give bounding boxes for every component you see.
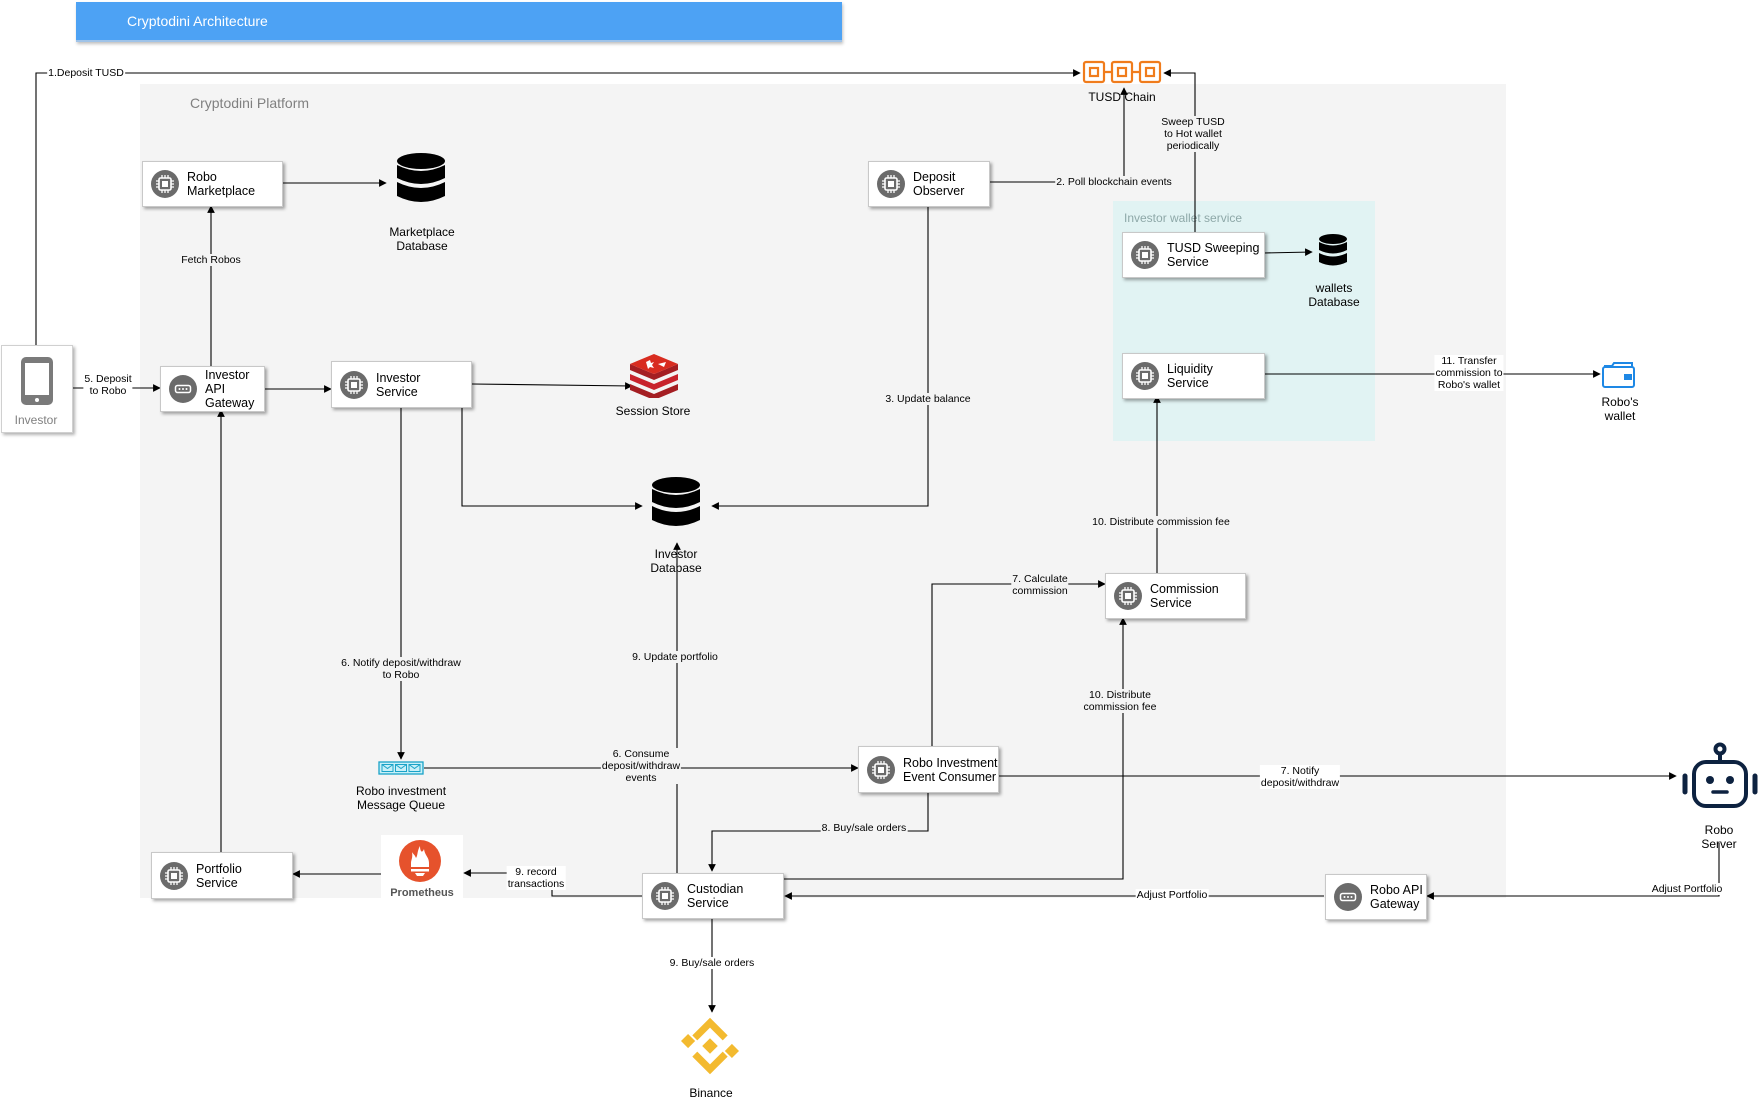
commission-service-label: Commission Service [1150,582,1219,610]
mobile-phone-icon [21,357,53,405]
database-icon [1319,234,1347,266]
investor-db-caption: Investor Database [650,547,702,575]
investor-api-gateway-label: Investor API Gateway [205,368,255,410]
robot-icon [1682,742,1758,808]
label-fetch-robos: Fetch Robos [180,254,242,266]
robo-server-caption: Robo Server [1701,823,1737,851]
chip-icon [1131,241,1159,269]
edge-deposit-tusd [35,69,1081,345]
investor-api-gateway-node[interactable]: Investor API Gateway [160,366,265,412]
robo-investment-consumer-node[interactable]: Robo Investment Event Consumer [858,746,999,793]
edge-calculate-commission [931,580,1106,746]
tusd-sweeping-label: TUSD Sweeping Service [1167,241,1260,269]
label-deposit-to-robo: 5. Deposit to Robo [83,373,133,397]
binance-caption: Binance [689,1086,733,1100]
label-distribute-lower: 10. Distribute commission fee [1082,689,1158,713]
chip-icon [1131,362,1159,390]
blockchain-icon [1082,60,1162,84]
chip-icon [160,861,188,890]
custodian-service-node[interactable]: Custodian Service [642,873,784,919]
liquidity-service-node[interactable]: Liquidity Service [1122,353,1265,399]
wallets-db-caption: wallets Database [1308,281,1360,309]
title-bar: Cryptodini Architecture [76,2,842,42]
tusd-sweeping-node[interactable]: TUSD Sweeping Service [1122,232,1265,278]
investor-service-label: Investor Service [376,370,421,399]
edge-sweep-tusd [1163,69,1196,232]
commission-service-node[interactable]: Commission Service [1105,573,1246,619]
edge-sweeping-wallets-db [1263,248,1313,256]
message-queue-icon [378,761,424,775]
label-adjust-portfolio-robo: Adjust Portfolio [1650,883,1724,895]
chip-icon [151,170,179,198]
database-icon [397,153,445,202]
message-queue-caption: Robo investment Message Queue [355,784,447,812]
wallet-zone-label: Investor wallet service [1124,211,1243,225]
robo-marketplace-label: Robo Marketplace [187,170,256,198]
liquidity-service-label: Liquidity Service [1167,362,1213,390]
deposit-observer-node[interactable]: Deposit Observer [868,161,990,207]
edge-buy-sale-8 [708,792,929,872]
label-transfer-commission: 11. Transfer commission to Robo's wallet [1434,355,1504,391]
robo-api-gateway-node[interactable]: Robo API Gateway [1325,874,1427,920]
label-update-balance: 3. Update balance [884,393,972,405]
prometheus-caption: Prometheus [390,887,454,899]
label-update-portfolio: 9. Update portfolio [631,651,719,663]
api-gateway-icon [1334,883,1362,911]
label-notify-robo: 7. Notify deposit/withdraw [1259,765,1341,789]
chip-icon [877,170,905,198]
label-record-transactions: 9. record transactions [506,866,566,890]
investor-caption: Investor [14,413,58,427]
diagram-title: Cryptodini Architecture [127,13,268,29]
platform-label: Cryptodini Platform [190,95,310,111]
edge-session-store [471,382,633,390]
edge-update-balance [711,204,929,510]
session-store-caption: Session Store [615,404,691,418]
robo-investment-consumer-label: Robo Investment Event Consumer [903,755,998,784]
chip-icon [867,755,895,784]
label-buy-sale-8: 8. Buy/sale orders [820,822,908,834]
robo-api-gateway-label: Robo API Gateway [1370,883,1423,911]
api-gateway-icon [169,375,197,403]
binance-icon [681,1017,739,1075]
robo-marketplace-node[interactable]: Robo Marketplace [142,161,283,207]
label-buy-sale-9: 9. Buy/sale orders [668,957,756,969]
prometheus-node[interactable]: Prometheus [381,835,463,899]
custodian-service-label: Custodian Service [687,882,744,910]
portfolio-service-label: Portfolio Service [196,861,242,890]
chip-icon [1114,582,1142,610]
redis-icon [630,354,678,398]
investor-actor[interactable] [1,345,73,433]
wallet-icon [1602,362,1635,388]
label-deposit-tusd: 1.Deposit TUSD [47,67,125,79]
label-adjust-portfolio-gateway: Adjust Portfolio [1135,889,1209,901]
chip-icon [340,370,368,399]
robos-wallet-caption: Robo's wallet [1601,395,1639,423]
database-icon [652,477,700,526]
label-poll-events: 2. Poll blockchain events [1055,176,1173,188]
portfolio-service-node[interactable]: Portfolio Service [151,852,293,899]
prometheus-icon [399,840,441,882]
label-notify-deposit: 6. Notify deposit/withdraw to Robo [340,657,462,681]
investor-service-node[interactable]: Investor Service [331,361,472,408]
deposit-observer-label: Deposit Observer [913,170,965,198]
edge-service-investor-db [461,408,643,510]
tusd-chain-caption: TUSD Chain [1088,90,1156,104]
label-calculate-commission: 7. Calculate commission [1011,573,1069,597]
marketplace-db-caption: Marketplace Database [389,225,455,253]
label-consume-events: 6. Consume deposit/withdraw events [600,748,682,784]
chip-icon [651,882,679,910]
label-distribute-upper: 10. Distribute commission fee [1091,516,1231,528]
label-sweep-tusd: Sweep TUSD to Hot wallet periodically [1160,116,1226,152]
edge-adjust-portfolio-robo [1426,843,1720,900]
